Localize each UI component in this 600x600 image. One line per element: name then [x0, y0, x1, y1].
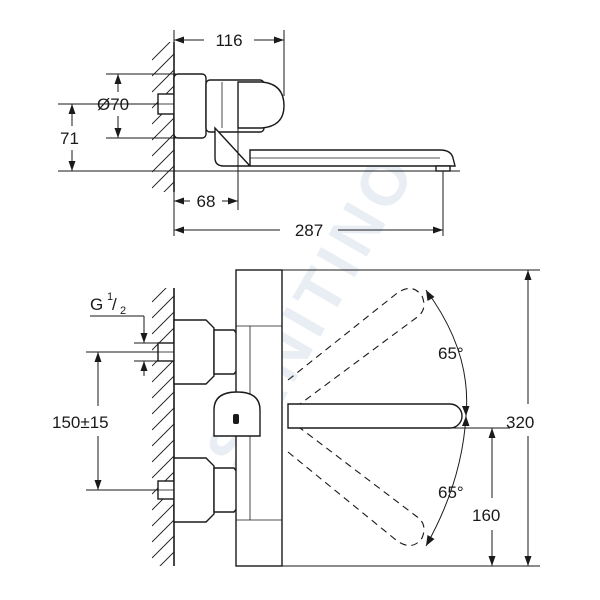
front-wall-hatching: [152, 288, 174, 566]
spout-center: [287, 403, 463, 429]
dim-320-label: 320: [506, 413, 534, 432]
upper-eccentric: [173, 319, 215, 385]
front-view: 65° 65° G 1 / 2 150±15 320: [52, 269, 540, 567]
top-view: 116 Ø70 71 68 287: [58, 30, 460, 240]
svg-text:2: 2: [120, 305, 126, 317]
spout-swing-upper: [287, 287, 425, 405]
sensor-led-icon: [233, 414, 239, 424]
top-spout-arm: [214, 126, 456, 167]
dim-71-label: 71: [60, 129, 79, 148]
svg-text:/: /: [112, 295, 117, 314]
lower-eccentric: [173, 457, 215, 523]
dim-160-label: 160: [472, 506, 500, 525]
top-body-flange: [173, 73, 207, 139]
dim-287-label: 287: [295, 221, 323, 240]
top-spout-tip: [435, 165, 451, 172]
top-wall-hatching: [152, 42, 174, 192]
dim-116-label: 116: [215, 31, 242, 50]
dim-68-label: 68: [197, 192, 216, 211]
spout-swing-lower: [287, 427, 425, 547]
svg-text:1: 1: [107, 291, 113, 303]
svg-text:G: G: [90, 295, 103, 314]
top-handle: [237, 81, 285, 129]
angle-upper-label: 65°: [438, 344, 464, 363]
thread-label: G 1 / 2: [90, 291, 126, 317]
angle-lower-label: 65°: [438, 483, 464, 502]
dim-150-label: 150±15: [52, 413, 109, 432]
